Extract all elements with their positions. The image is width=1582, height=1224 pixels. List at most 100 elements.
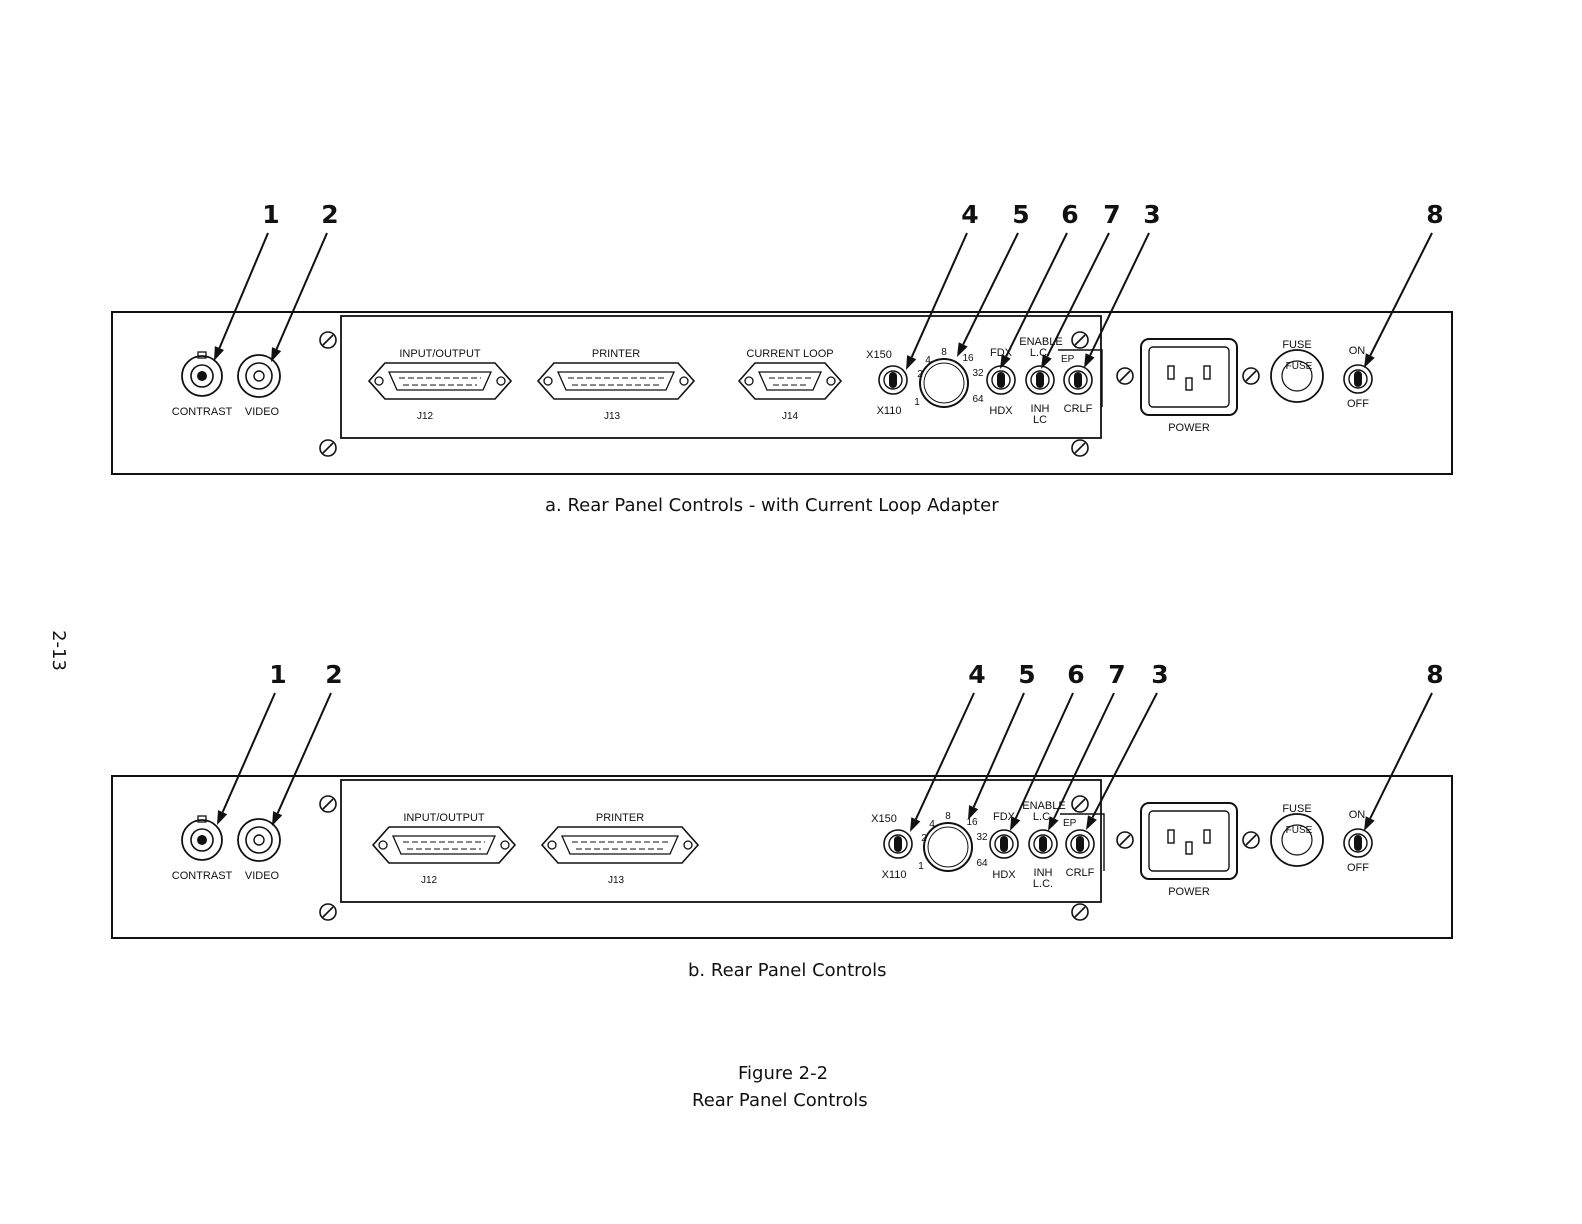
mount-hole — [378, 840, 388, 850]
mount-hole — [826, 376, 836, 386]
screw-icon — [1116, 831, 1134, 849]
power-pin — [1167, 365, 1175, 380]
printer-connector — [540, 826, 700, 864]
crlf-label: CRLF — [1064, 403, 1093, 415]
bnc-outer — [237, 818, 281, 862]
power-inlet — [1140, 338, 1238, 416]
contrast-control — [181, 351, 223, 397]
enable-lc-label: L.C. — [1033, 811, 1053, 823]
callout-1: 1 — [269, 660, 286, 689]
power-bezel — [1140, 338, 1238, 416]
callout-leader-4 — [910, 692, 975, 832]
panel-outline — [111, 775, 1453, 939]
adapter-plate — [340, 315, 1102, 439]
callout-leader-7 — [1041, 232, 1110, 369]
power-socket — [1148, 346, 1230, 408]
toggle-nut — [1030, 370, 1050, 390]
on-label: ON — [1349, 345, 1366, 357]
toggle-lever — [1074, 372, 1082, 388]
panel-a-caption: a. Rear Panel Controls - with Current Lo… — [545, 495, 999, 516]
dial-value-64: 64 — [976, 858, 988, 869]
connector-face — [757, 371, 823, 391]
leader-line — [914, 692, 975, 820]
screw-icon — [319, 439, 337, 457]
callout-leader-4 — [906, 232, 968, 370]
contrast-key — [197, 815, 207, 823]
screw-icon — [319, 331, 337, 349]
arrowhead — [1048, 816, 1059, 831]
x110-label: X110 — [877, 405, 902, 417]
j12-label: J12 — [417, 411, 434, 422]
hdx-label: HDX — [992, 869, 1016, 881]
baud-range-switch — [883, 829, 913, 859]
dial-value-2: 2 — [917, 369, 923, 380]
dial-value-64: 64 — [972, 394, 984, 405]
dial-value-32: 32 — [972, 368, 984, 379]
dial-value-1: 1 — [914, 397, 920, 408]
arrowhead — [906, 355, 917, 370]
toggle-bezel — [989, 829, 1019, 859]
contrast-label: CONTRAST — [172, 406, 233, 418]
x110-label: X110 — [882, 869, 907, 881]
off-label: OFF — [1347, 862, 1369, 874]
screw-slot — [1074, 334, 1086, 346]
fuse-label: FUSE — [1282, 803, 1311, 815]
inh-lc-label: L.C. — [1033, 878, 1053, 890]
dial-value-2: 2 — [921, 833, 927, 844]
callout-5: 5 — [1018, 660, 1035, 689]
mount-hole — [543, 376, 553, 386]
power-pin — [1167, 829, 1175, 844]
mount-hole — [683, 840, 693, 850]
j12-label: J12 — [421, 875, 438, 886]
power-label: POWER — [1168, 886, 1210, 898]
screw-slot — [322, 798, 334, 810]
current-loop-enable-switch — [1025, 365, 1055, 395]
fdx-label: FDX — [993, 811, 1016, 823]
mount-hole — [374, 376, 384, 386]
arrowhead — [1041, 354, 1052, 369]
toggle-lever — [1354, 371, 1362, 387]
fuse-label: FUSE — [1282, 339, 1311, 351]
dial-value-16: 16 — [962, 353, 974, 364]
j13-label: J13 — [608, 875, 625, 886]
screw-slot — [1245, 370, 1257, 382]
callout-6: 6 — [1061, 200, 1078, 229]
callout-leader-6 — [1010, 692, 1074, 831]
leader-line — [1005, 232, 1068, 357]
power-bezel — [1140, 802, 1238, 880]
mount-hole — [679, 376, 689, 386]
arrowhead — [1010, 816, 1021, 831]
callout-leader-7 — [1048, 692, 1115, 831]
x150-label: X150 — [866, 349, 892, 361]
toggle-bezel — [883, 829, 913, 859]
power-switch — [1343, 828, 1373, 858]
toggle-lever — [1036, 372, 1044, 388]
connector-shell — [536, 362, 696, 400]
fuse-bezel — [1270, 813, 1324, 867]
baud-range-switch — [878, 365, 908, 395]
power-ground-pin — [1185, 377, 1193, 391]
toggle-lever — [1354, 835, 1362, 851]
toggle-bezel — [1028, 829, 1058, 859]
contrast-knob — [190, 364, 214, 388]
toggle-lever — [1039, 836, 1047, 852]
baud-rate-dial — [923, 822, 973, 872]
arrowhead — [1000, 354, 1011, 369]
screw-slot — [1074, 906, 1086, 918]
toggle-bezel — [1343, 828, 1373, 858]
fuse-cap-text: FUSE — [1286, 361, 1313, 372]
j14-label: J14 — [782, 411, 799, 422]
mount-hole — [547, 840, 557, 850]
dial-value-1: 1 — [918, 861, 924, 872]
power-inlet — [1140, 802, 1238, 880]
screw-icon — [1242, 367, 1260, 385]
bnc-outer — [237, 354, 281, 398]
connector-face — [560, 835, 680, 855]
input-output-connector — [371, 826, 517, 864]
video-connector — [237, 354, 281, 398]
callout-8: 8 — [1426, 660, 1443, 689]
inh-lc-label: LC — [1033, 414, 1047, 426]
screw-icon — [1242, 831, 1260, 849]
callout-7: 7 — [1103, 200, 1120, 229]
mount-hole — [500, 840, 510, 850]
